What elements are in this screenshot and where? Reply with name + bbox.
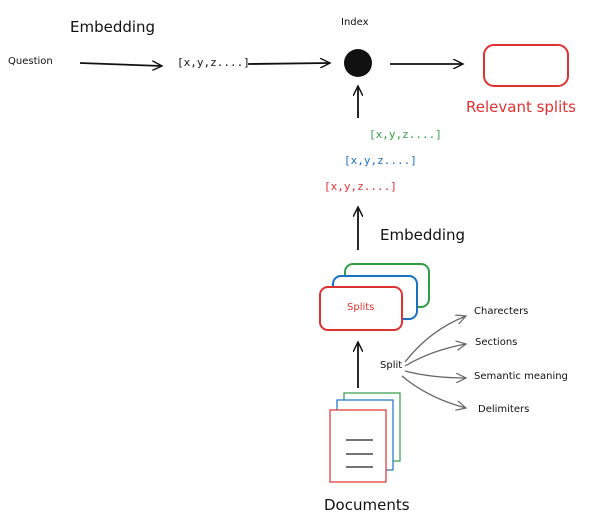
- documents-label: Documents: [324, 496, 410, 514]
- index-label: Index: [341, 17, 369, 28]
- split-card-red: [319, 286, 403, 331]
- option-semantic-meaning: Semantic meaning: [474, 371, 568, 382]
- embedding-label-mid: Embedding: [380, 226, 466, 244]
- document-page-red: [329, 409, 387, 483]
- arrow-vector-to-index: [247, 63, 330, 64]
- splits-label: Splits: [347, 302, 375, 313]
- arrow-split-to-sections: [404, 344, 466, 367]
- arrow-split-to-semantic: [404, 370, 466, 378]
- arrow-split-to-charecters: [404, 316, 466, 363]
- embedding-label-top: Embedding: [70, 18, 156, 36]
- vector-label-blue: [x,y,z....]: [344, 154, 417, 167]
- vector-label-top: [x,y,z....]: [177, 56, 250, 69]
- vector-label-red: [x,y,z....]: [324, 180, 397, 193]
- relevant-splits-box: [483, 44, 569, 87]
- arrow-question-to-vector: [79, 63, 162, 66]
- option-charecters: Charecters: [474, 306, 529, 317]
- relevant-splits-label: Relevant splits: [466, 98, 576, 116]
- split-label: Split: [380, 360, 403, 371]
- option-sections: Sections: [475, 337, 518, 348]
- index-node: [344, 49, 372, 77]
- vector-label-green: [x,y,z....]: [369, 128, 442, 141]
- question-label: Question: [8, 56, 53, 67]
- option-delimiters: Delimiters: [478, 404, 530, 415]
- arrow-split-to-delimiters: [401, 375, 466, 408]
